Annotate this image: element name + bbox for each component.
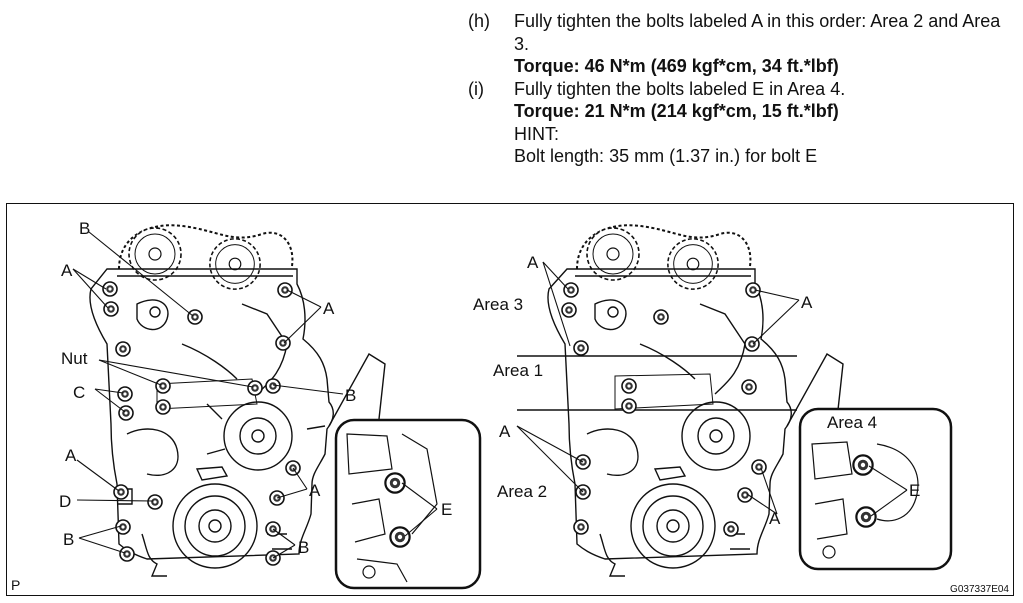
label-area-3: Area 3 (473, 295, 523, 314)
label-a-lower-right: A (309, 481, 321, 500)
left-inset-bolt (384, 472, 406, 494)
label-a-lower-right-r: A (769, 509, 781, 528)
label-nut: Nut (61, 349, 88, 368)
label-a-lower-left: A (65, 446, 77, 465)
label-d: D (59, 492, 71, 511)
label-area-1: Area 1 (493, 361, 543, 380)
left-engine-drawing (89, 224, 334, 577)
left-detail-inset (328, 353, 482, 590)
step-letter: (i) (468, 78, 484, 99)
step-i: (i) Fully tighten the bolts labeled E in… (468, 78, 1018, 168)
label-c: C (73, 383, 85, 402)
label-a-right-r: A (801, 293, 813, 312)
step-letter: (h) (468, 11, 490, 31)
right-leader-lines (516, 261, 800, 515)
left-inset-bolt (389, 526, 411, 548)
label-area-2: Area 2 (497, 482, 547, 501)
step-h: (h) Fully tighten the bolts labeled A in… (468, 10, 1018, 78)
left-inset-leaders (401, 482, 438, 537)
figure-code: G037337E04 (950, 584, 1009, 595)
label-e-left: E (441, 500, 452, 519)
step-body: Fully tighten the bolts labeled A in thi… (514, 10, 1018, 78)
right-area-lines (517, 355, 797, 411)
step-body: Fully tighten the bolts labeled E in Are… (514, 78, 1018, 168)
right-inset-leaders (868, 465, 908, 517)
torque-spec: Torque: 46 N*m (469 kgf*cm, 34 ft.*lbf) (514, 56, 839, 76)
torque-spec: Torque: 21 N*m (214 kgf*cm, 15 ft.*lbf) (514, 101, 839, 121)
label-e-right: E (909, 481, 920, 500)
hint-label: HINT: (514, 123, 559, 144)
label-a-left: A (61, 261, 73, 280)
label-b-bottom-right: B (298, 538, 309, 557)
right-engine-drawing (547, 224, 792, 577)
label-a-right: A (323, 299, 335, 318)
label-b-bottom-left: B (63, 530, 74, 549)
figure-drawing: B A A Nut C B A D A B B E (11, 219, 1009, 595)
label-a-top: A (527, 253, 539, 272)
corner-label-left: P (11, 577, 20, 593)
right-inset-bolt (852, 454, 874, 476)
left-leader-lines (72, 231, 344, 559)
label-b-top: B (79, 219, 90, 238)
label-area-4: Area 4 (827, 413, 877, 432)
right-detail-inset (786, 353, 953, 571)
step-text: Fully tighten the bolts labeled E in Are… (514, 78, 846, 99)
hint-text: Bolt length: 35 mm (1.37 in.) for bolt E (514, 146, 818, 166)
instruction-steps: (h) Fully tighten the bolts labeled A in… (468, 10, 1018, 168)
step-text: Fully tighten the bolts labeled A in thi… (514, 11, 1001, 54)
engine-cover-figure: B A A Nut C B A D A B B E (6, 203, 1014, 596)
right-inset-bolt (855, 506, 877, 528)
label-b-mid: B (345, 386, 356, 405)
label-a-lower-left-r: A (499, 422, 511, 441)
